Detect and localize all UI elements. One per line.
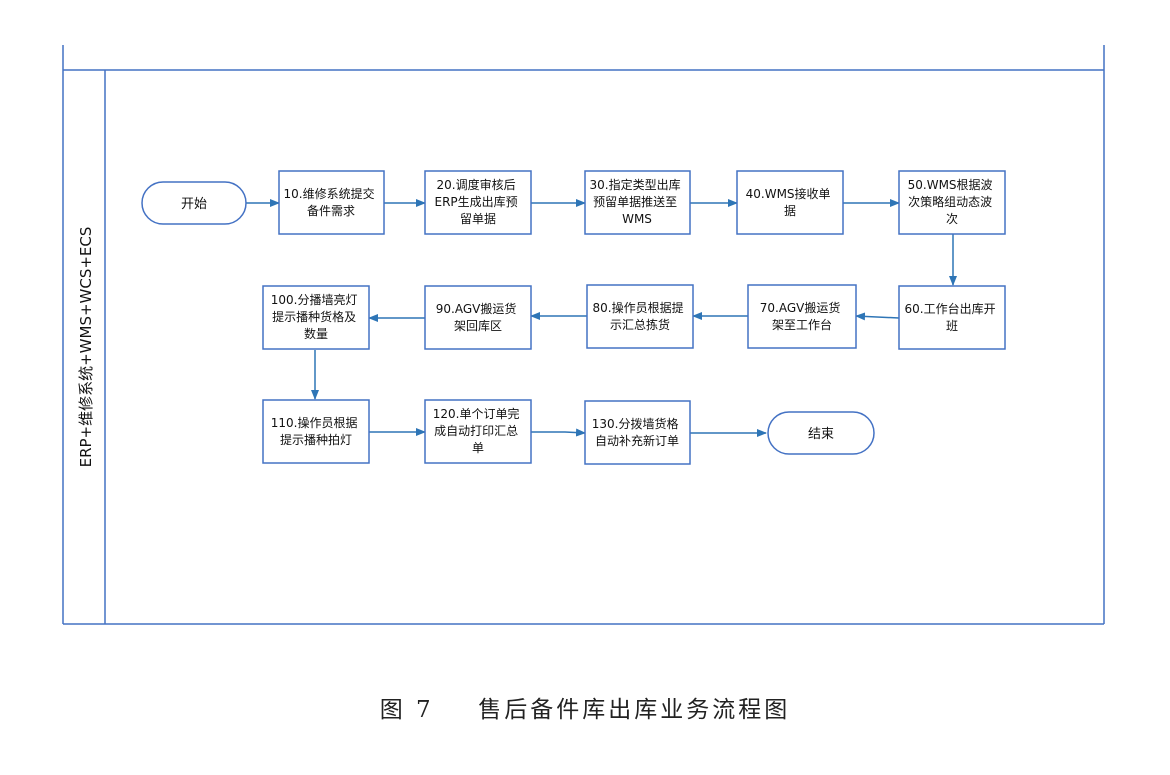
box-30-line-3: WMS: [622, 212, 652, 226]
svg-text:60.工作台出库开 班: 60.工作台出库开 班: [905, 301, 1000, 333]
process-box-110: 110.操作员根据 提示播种拍灯: [262, 399, 370, 464]
figure-caption: 图 7 售后备件库出库业务流程图: [0, 690, 1170, 724]
swimlane-frame: [62, 45, 1105, 625]
box-100-line-2: 提示播种货格及: [272, 309, 356, 324]
svg-text:10.维修系统提交 备件需求: 10.维修系统提交 备件需求: [284, 186, 379, 218]
box-110-line-2: 提示播种拍灯: [280, 432, 352, 447]
svg-text:90.AGV搬运货 架回库区: 90.AGV搬运货 架回库区: [436, 301, 520, 333]
svg-text:110.操作员根据 提示播种拍灯: 110.操作员根据 提示播种拍灯: [271, 415, 362, 447]
box-120-line-1: 120.单个订单完: [433, 406, 520, 421]
box-130-line-2: 自动补充新订单: [595, 433, 679, 448]
box-20-line-3: 留单据: [460, 212, 496, 226]
start-terminator: 开始: [141, 181, 247, 225]
box-60-line-1: 60.工作台出库开: [905, 301, 996, 316]
box-50-line-1: 50.WMS根据波: [908, 178, 993, 192]
lane-label: ERP+维修系统+WMS+WCS+ECS: [77, 227, 95, 468]
figure-number: 图 7: [379, 697, 434, 723]
box-40-line-2: 据: [784, 204, 796, 218]
arrow-60-to-70: [855, 312, 900, 321]
svg-text:70.AGV搬运货 架至工作台: 70.AGV搬运货 架至工作台: [760, 300, 844, 332]
process-box-70: 70.AGV搬运货 架至工作台: [747, 284, 857, 349]
process-box-20: 20.调度审核后 ERP生成出库预 留单据: [424, 170, 532, 235]
svg-text:30.指定类型出库 预留单据推送至: 30.指定类型出库 预留单据推送至 WMS: [590, 177, 685, 226]
box-70-line-1: 70.AGV搬运货: [760, 300, 841, 315]
box-100-line-3: 数量: [304, 326, 328, 341]
process-box-80: 80.操作员根据提 示汇总拣货: [586, 284, 694, 349]
svg-text:100.分播墙亮灯 提示播种货格及: 100.分播墙亮灯 提示播种货格及 数量: [271, 292, 362, 341]
process-box-10: 10.维修系统提交 备件需求: [278, 170, 385, 235]
box-40-line-1: 40.WMS接收单: [746, 186, 831, 201]
figure-title: 售后备件库出库业务流程图: [478, 697, 791, 723]
box-90-line-2: 架回库区: [454, 318, 502, 333]
process-box-100: 100.分播墙亮灯 提示播种货格及 数量: [262, 285, 370, 350]
process-box-60: 60.工作台出库开 班: [898, 285, 1006, 350]
process-box-50: 50.WMS根据波 次策略组动态波 次: [898, 170, 1006, 235]
box-110-line-1: 110.操作员根据: [271, 415, 358, 430]
start-label: 开始: [181, 197, 207, 212]
svg-text:50.WMS根据波 次策略组动态波: 50.WMS根据波 次策略组动态波 次: [908, 178, 997, 226]
box-100-line-1: 100.分播墙亮灯: [271, 292, 358, 307]
box-120-line-3: 单: [472, 441, 484, 455]
box-30-line-1: 30.指定类型出库: [590, 177, 681, 192]
svg-text:120.单个订单完 成自动打印汇总: 120.单个订单完 成自动打印汇总 单: [433, 406, 524, 455]
box-80-line-2: 示汇总拣货: [610, 317, 670, 332]
box-20-line-1: 20.调度审核后: [437, 177, 516, 192]
box-80-line-1: 80.操作员根据提: [593, 300, 684, 315]
box-50-line-2: 次策略组动态波: [908, 194, 992, 209]
arrow-120-to-130: [531, 428, 586, 437]
box-120-line-2: 成自动打印汇总: [434, 424, 518, 438]
process-box-130: 130.分拨墙货格 自动补充新订单: [584, 400, 691, 465]
box-70-line-2: 架至工作台: [772, 317, 832, 332]
process-box-90: 90.AGV搬运货 架回库区: [424, 285, 532, 350]
end-terminator: 结束: [767, 411, 875, 455]
svg-text:80.操作员根据提 示汇总拣货: 80.操作员根据提 示汇总拣货: [593, 300, 688, 332]
svg-text:20.调度审核后 ERP生成出库预: 20.调度审核后 ERP生成出库预 留单据: [435, 177, 522, 226]
end-label: 结束: [808, 427, 834, 442]
box-20-line-2: ERP生成出库预: [435, 194, 518, 209]
connectors: [246, 199, 957, 437]
process-box-120: 120.单个订单完 成自动打印汇总 单: [424, 399, 532, 464]
box-50-line-3: 次: [946, 212, 958, 226]
svg-text:130.分拨墙货格 自动补充新订单: 130.分拨墙货格 自动补充新订单: [592, 416, 683, 448]
box-30-line-2: 预留单据推送至: [593, 194, 677, 209]
svg-text:40.WMS接收单 据: 40.WMS接收单 据: [746, 186, 835, 218]
box-90-line-1: 90.AGV搬运货: [436, 301, 517, 316]
box-10-line-2: 备件需求: [307, 204, 355, 218]
box-60-line-2: 班: [946, 319, 958, 333]
box-10-line-1: 10.维修系统提交: [284, 186, 375, 201]
box-130-line-1: 130.分拨墙货格: [592, 416, 679, 431]
process-box-30: 30.指定类型出库 预留单据推送至 WMS: [584, 170, 691, 235]
process-box-40: 40.WMS接收单 据: [736, 170, 844, 235]
